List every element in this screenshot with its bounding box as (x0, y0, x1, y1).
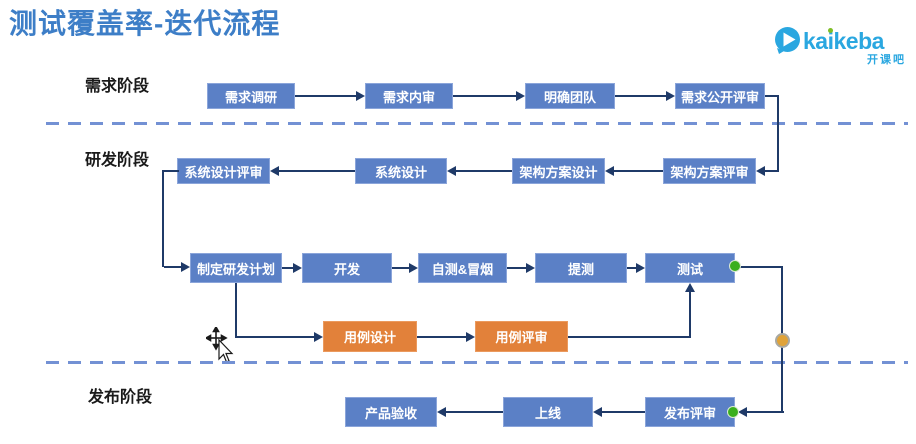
connector-segment (417, 336, 467, 338)
connector-arrowhead (756, 166, 765, 176)
connector-arrowhead (293, 263, 302, 273)
move-cursor-pointer (206, 327, 234, 363)
flow-node-arch-design[interactable]: 架构方案设计 (512, 158, 605, 184)
connector-arrowhead (685, 283, 695, 292)
connector-segment (746, 411, 784, 413)
connector-segment (235, 336, 315, 338)
connector-segment (164, 266, 182, 268)
connector-segment (627, 267, 637, 269)
flow-node-test[interactable]: 测试 (645, 253, 735, 283)
connector-segment (235, 283, 237, 337)
connector-segment (278, 170, 355, 172)
flow-node-sys-design-review[interactable]: 系统设计评审 (177, 158, 270, 184)
connector-segment (507, 267, 527, 269)
connector-arrowhead (409, 263, 418, 273)
connector-segment (601, 411, 645, 413)
connector-segment (689, 290, 691, 338)
connector-segment (765, 95, 779, 97)
phase-label-requirements: 需求阶段 (85, 78, 150, 95)
flow-node-case-design[interactable]: 用例设计 (323, 321, 417, 352)
connector-arrowhead (356, 91, 365, 101)
flow-node-sys-design[interactable]: 系统设计 (355, 158, 447, 184)
flow-node-case-review[interactable]: 用例评审 (475, 321, 568, 352)
kaikeba-logo-text: kaikeba (803, 27, 884, 54)
connector-endpoint-handle[interactable] (727, 406, 739, 418)
connector-arrowhead (270, 166, 279, 176)
connector-segment (613, 170, 663, 172)
connector-segment (735, 266, 783, 268)
connector-segment (445, 411, 503, 413)
connector-arrowhead (466, 332, 475, 342)
connector-segment (568, 336, 690, 338)
flow-node-dev-plan[interactable]: 制定研发计划 (190, 253, 282, 283)
connector-segment (615, 95, 667, 97)
connector-segment (455, 170, 512, 172)
connector-endpoint-handle[interactable] (729, 260, 741, 272)
connector-arrowhead (605, 166, 614, 176)
kaikeba-logo-mark-icon (775, 27, 800, 54)
kaikeba-logo-caption: 开课吧 (867, 54, 906, 66)
flow-node-release-review[interactable]: 发布评审 (645, 397, 735, 427)
flow-node-req-public-review[interactable]: 需求公开评审 (675, 83, 765, 109)
flow-node-launch[interactable]: 上线 (503, 397, 593, 427)
flow-node-develop[interactable]: 开发 (302, 253, 392, 283)
connector-segment (764, 170, 779, 172)
kaikeba-logo: kaikeba 开课吧 (772, 26, 912, 72)
page-title: 测试覆盖率-迭代流程 (9, 8, 281, 39)
connector-arrowhead (593, 407, 602, 417)
connector-segment (453, 95, 517, 97)
connector-midpoint-handle[interactable] (775, 333, 790, 348)
phase-divider (46, 361, 908, 364)
phase-label-release: 发布阶段 (88, 389, 153, 406)
connector-arrowhead (636, 263, 645, 273)
connector-arrowhead (181, 262, 190, 272)
phase-label-development: 研发阶段 (85, 152, 150, 169)
connector-segment (282, 267, 294, 269)
connector-arrowhead (437, 407, 446, 417)
connector-arrowhead (526, 263, 535, 273)
flow-node-req-research[interactable]: 需求调研 (207, 83, 295, 109)
connector-arrowhead (314, 332, 323, 342)
connector-arrowhead (447, 166, 456, 176)
phase-divider (46, 122, 908, 125)
connector-arrowhead (516, 91, 525, 101)
connector-segment (162, 170, 179, 172)
flow-node-product-accept[interactable]: 产品验收 (345, 397, 437, 427)
connector-segment (392, 267, 410, 269)
connector-segment (295, 95, 357, 97)
flow-node-team-confirm[interactable]: 明确团队 (525, 83, 615, 109)
connector-arrowhead (666, 91, 675, 101)
flow-node-self-test-smoke[interactable]: 自测&冒烟 (418, 253, 507, 283)
flow-node-req-internal-review[interactable]: 需求内审 (365, 83, 453, 109)
connector-segment (777, 95, 779, 171)
connector-arrowhead (738, 407, 747, 417)
flow-node-submit-test[interactable]: 提测 (535, 253, 627, 283)
connector-segment (162, 170, 164, 267)
flow-node-arch-review[interactable]: 架构方案评审 (663, 158, 756, 184)
